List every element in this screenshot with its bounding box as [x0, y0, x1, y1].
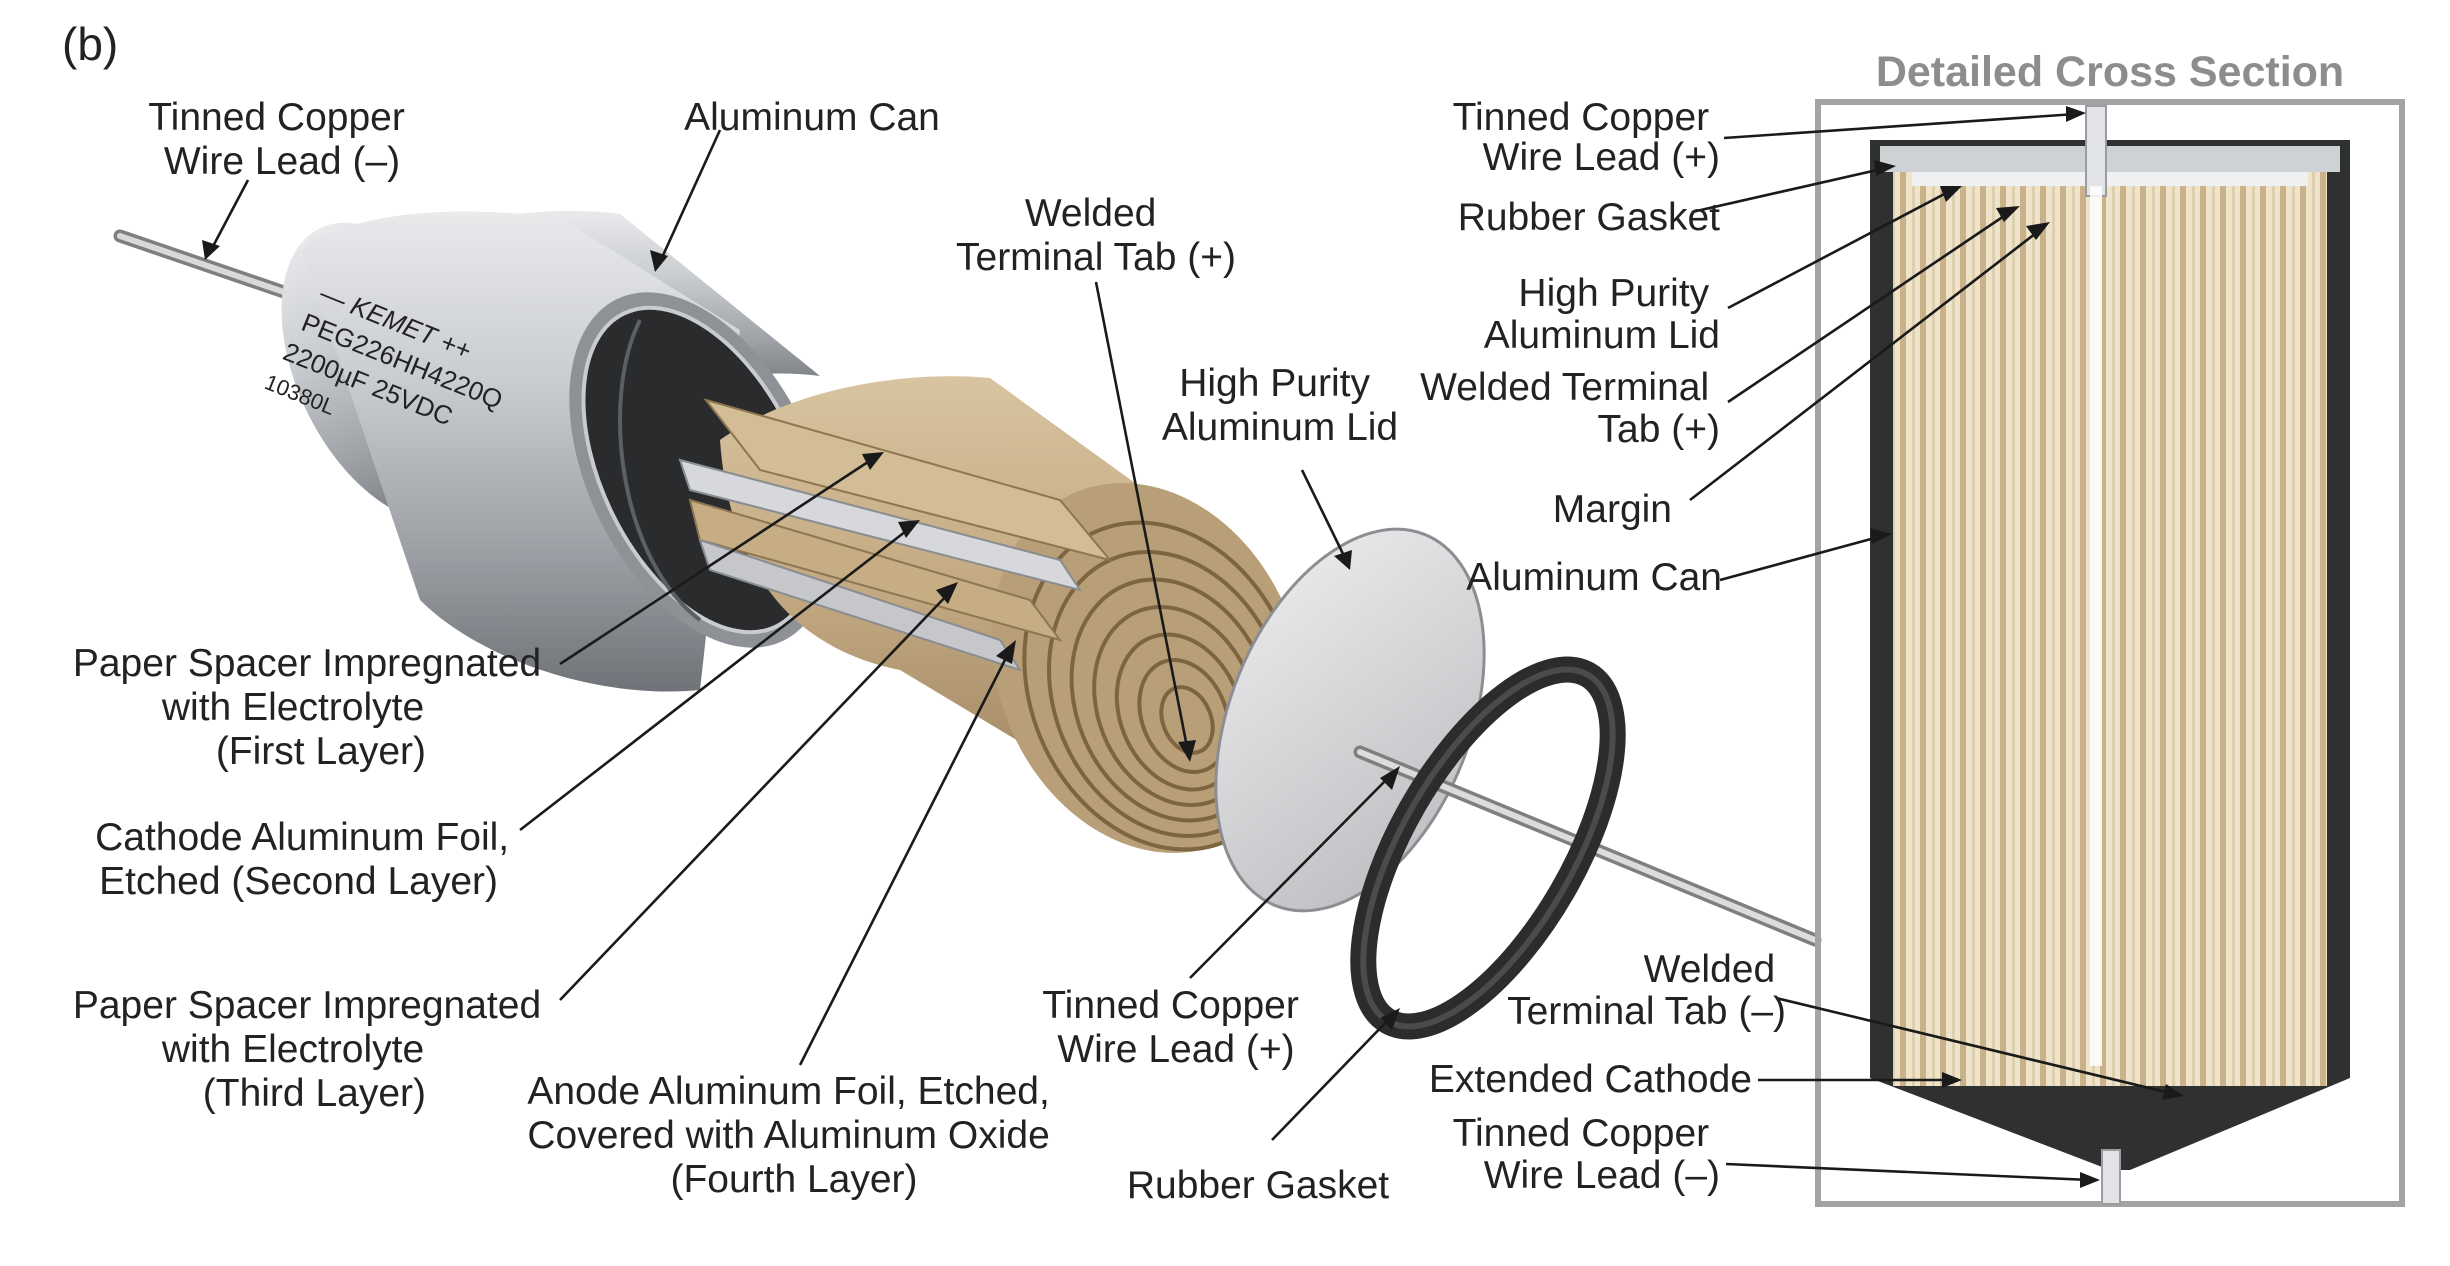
cross-label-welded-tab-pos: Welded Terminal Tab (+)	[1420, 366, 1720, 451]
label-aluminum-lid: High Purity Aluminum Lid	[1162, 362, 1398, 449]
cross-label-margin: Margin	[1553, 488, 1672, 531]
cross-label-aluminum-can: Aluminum Can	[1466, 556, 1722, 599]
leader-lines	[202, 106, 2184, 1188]
paper-layer-first	[703, 398, 1113, 562]
cross-label-welded-tab-neg: Welded Terminal Tab (–)	[1507, 948, 1786, 1033]
label-aluminum-can: Aluminum Can	[684, 96, 940, 139]
label-tinned-lead-neg: Tinned Copper Wire Lead (–)	[148, 96, 415, 183]
paper-layer-third	[688, 498, 1063, 642]
label-paper-first: Paper Spacer Impregnated with Electrolyt…	[73, 642, 552, 773]
panel-tag: (b)	[62, 18, 118, 70]
label-tinned-lead-pos: Tinned Copper Wire Lead (+)	[1042, 984, 1309, 1071]
label-rubber-gasket: Rubber Gasket	[1127, 1164, 1389, 1207]
cross-label-extended-cathode: Extended Cathode	[1429, 1058, 1752, 1101]
cross-section-lead-neg	[2101, 1149, 2121, 1205]
cross-label-rubber-gasket: Rubber Gasket	[1458, 196, 1720, 239]
cross-section-lead-pos	[2085, 105, 2107, 1066]
capacitor-winding-roll	[678, 376, 1305, 853]
label-welded-tab-pos: Welded Terminal Tab (+)	[956, 192, 1236, 279]
cross-section-title: Detailed Cross Section	[1876, 48, 2344, 96]
cross-label-aluminum-lid: High Purity Aluminum Lid	[1484, 272, 1720, 357]
cross-section-can	[1870, 140, 2350, 1170]
label-paper-third: Paper Spacer Impregnated with Electrolyt…	[73, 984, 552, 1115]
label-cathode-second: Cathode Aluminum Foil, Etched (Second La…	[95, 816, 520, 903]
cross-label-tinned-lead-pos: Tinned Copper Wire Lead (+)	[1453, 96, 1720, 179]
cross-label-tinned-lead-neg: Tinned Copper Wire Lead (–)	[1453, 1112, 1720, 1197]
anode-foil-fourth	[698, 538, 1023, 672]
cathode-foil-second	[678, 458, 1083, 592]
label-anode-fourth: Anode Aluminum Foil, Etched, Covered wit…	[527, 1070, 1060, 1201]
